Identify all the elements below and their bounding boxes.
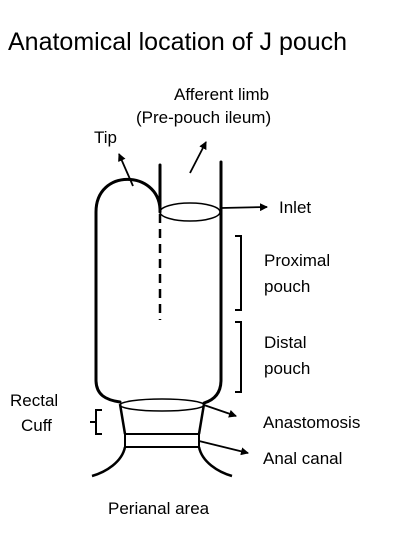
tip-arrow (118, 153, 134, 187)
distal-pouch-label: pouch (264, 359, 310, 378)
afferent-limb-sublabel: (Pre-pouch ileum) (136, 108, 271, 127)
inlet-arrow (220, 203, 268, 212)
cuff-label: Cuff (21, 416, 52, 435)
pouch-right-wall (202, 160, 223, 405)
pointer-arrows (118, 141, 268, 456)
afferent-limb-label: Afferent limb (174, 85, 269, 104)
diagram-title: Anatomical location of J pouch (8, 28, 347, 56)
afferent-arrow (189, 141, 207, 174)
rectal-cuff-walls (118, 403, 206, 435)
anastomosis-label: Anastomosis (263, 413, 360, 432)
proximal-label: Proximal (264, 251, 330, 270)
distal-bracket (235, 321, 242, 393)
inlet-label: Inlet (279, 198, 311, 217)
pouch-left-wall (94, 178, 162, 404)
anastomosis-ellipse (119, 398, 205, 412)
distal-label: Distal (264, 333, 307, 352)
inlet-ellipse (159, 202, 221, 222)
proximal-bracket (235, 235, 242, 311)
tip-label: Tip (94, 128, 117, 147)
proximal-pouch-label: pouch (264, 277, 310, 296)
perianal-label: Perianal area (108, 499, 210, 518)
anal-canal-band (124, 433, 200, 448)
rectal-label: Rectal (10, 391, 58, 410)
pouch-outline (94, 160, 223, 405)
anal-canal-label: Anal canal (263, 449, 342, 468)
rectal-cuff-bracket (90, 409, 102, 435)
perianal-skin (91, 446, 233, 478)
anastomosis-arrow (203, 404, 237, 418)
anal-canal-arrow (198, 440, 249, 456)
pouch-brackets (90, 235, 242, 435)
